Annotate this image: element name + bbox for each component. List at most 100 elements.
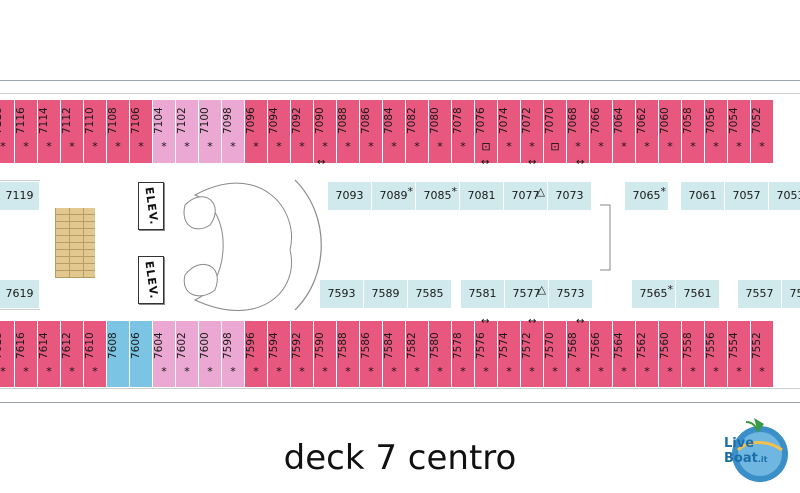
inner-cabin[interactable]: 7553 bbox=[782, 280, 800, 308]
cabin[interactable]: 7590* bbox=[314, 321, 337, 387]
cabin[interactable]: 7594* bbox=[268, 321, 291, 387]
inner-cabin[interactable]: 7561 bbox=[676, 280, 720, 308]
cabin[interactable]: 7562* bbox=[636, 321, 659, 387]
cabin[interactable]: 7102* bbox=[176, 100, 199, 163]
inner-cabin[interactable]: 7557 bbox=[738, 280, 782, 308]
cabin[interactable]: 7556* bbox=[705, 321, 728, 387]
cabin[interactable]: 7592* bbox=[291, 321, 314, 387]
cabin[interactable]: 7578* bbox=[452, 321, 475, 387]
cabin[interactable]: 7112* bbox=[61, 100, 84, 163]
cabin[interactable]: 7564* bbox=[613, 321, 636, 387]
cabin[interactable]: 7104* bbox=[153, 100, 176, 163]
cabin[interactable]: 7616* bbox=[15, 321, 38, 387]
cabin[interactable]: 7596* bbox=[245, 321, 268, 387]
cabin[interactable]: 7558* bbox=[682, 321, 705, 387]
cabin[interactable]: 7058* bbox=[682, 100, 705, 163]
cabin[interactable]: 7570* bbox=[544, 321, 567, 387]
inner-cabin[interactable]: 7081 bbox=[460, 182, 504, 210]
inner-cabin[interactable]: 7573 bbox=[549, 280, 593, 308]
cabin[interactable]: 7606 bbox=[130, 321, 153, 387]
cabin[interactable]: 7572* bbox=[521, 321, 544, 387]
cabin[interactable]: 7074* bbox=[498, 100, 521, 163]
cabin-number: 7606 bbox=[130, 332, 142, 360]
cabin[interactable]: 7110* bbox=[84, 100, 107, 163]
cabin[interactable]: 7608 bbox=[107, 321, 130, 387]
cabin[interactable]: 7586* bbox=[360, 321, 383, 387]
inner-cabin[interactable]: 7593 bbox=[320, 280, 364, 308]
cabin[interactable]: 7614* bbox=[38, 321, 61, 387]
cabin[interactable]: 7582* bbox=[406, 321, 429, 387]
cabin[interactable]: 7584* bbox=[383, 321, 406, 387]
cabin[interactable]: 7602* bbox=[176, 321, 199, 387]
inner-cabin[interactable]: 7119 bbox=[0, 182, 40, 210]
inner-cabin[interactable]: 7061 bbox=[681, 182, 725, 210]
cabin[interactable]: 7114* bbox=[38, 100, 61, 163]
cabin[interactable]: 7082* bbox=[406, 100, 429, 163]
cabin[interactable]: 7086* bbox=[360, 100, 383, 163]
cabin[interactable]: 7566* bbox=[590, 321, 613, 387]
cabin[interactable]: 7560* bbox=[659, 321, 682, 387]
cabin[interactable]: 7064* bbox=[613, 100, 636, 163]
cabin-marker: * bbox=[506, 365, 512, 378]
cabin-number: 7585 bbox=[415, 287, 444, 300]
cabin[interactable]: 7066* bbox=[590, 100, 613, 163]
cabin[interactable]: 7574* bbox=[498, 321, 521, 387]
cabin[interactable]: 7060* bbox=[659, 100, 682, 163]
cabin[interactable]: 7052* bbox=[751, 100, 774, 163]
cabin[interactable]: 7612* bbox=[61, 321, 84, 387]
cabin-marker: * bbox=[115, 140, 121, 153]
cabin[interactable]: 7552* bbox=[751, 321, 774, 387]
inner-cabin[interactable]: 7619 bbox=[0, 280, 40, 308]
inner-cabin[interactable]: 7585 bbox=[408, 280, 452, 308]
cabin[interactable]: 7598* bbox=[222, 321, 245, 387]
inner-cabin[interactable]: 7577△ bbox=[505, 280, 549, 308]
cabin[interactable]: 7576* bbox=[475, 321, 498, 387]
cabin[interactable]: 7100* bbox=[199, 100, 222, 163]
cabin[interactable]: 7062* bbox=[636, 100, 659, 163]
inner-cabin[interactable]: 7065* bbox=[625, 182, 669, 210]
cabin-marker: * bbox=[23, 365, 29, 378]
cabin[interactable]: 7554* bbox=[728, 321, 751, 387]
inner-cabin[interactable]: 7077△ bbox=[504, 182, 548, 210]
inner-cabin[interactable]: 7053 bbox=[769, 182, 800, 210]
cabin[interactable]: 7116* bbox=[15, 100, 38, 163]
cabin-number: 7596 bbox=[245, 332, 257, 360]
cabin[interactable]: 7098* bbox=[222, 100, 245, 163]
cabin[interactable]: 7076⊡ bbox=[475, 100, 498, 163]
cabin[interactable]: 7054* bbox=[728, 100, 751, 163]
cabin-marker: * bbox=[414, 365, 420, 378]
inner-cabin[interactable]: 7093 bbox=[328, 182, 372, 210]
cabin[interactable]: 7084* bbox=[383, 100, 406, 163]
cabin[interactable]: 7108* bbox=[107, 100, 130, 163]
inner-cabin[interactable]: 7057 bbox=[725, 182, 769, 210]
cabin[interactable]: 7080* bbox=[429, 100, 452, 163]
cabin-number: 7584 bbox=[383, 332, 395, 360]
cabin[interactable]: 7118♿* bbox=[0, 100, 15, 163]
cabin[interactable]: 7600* bbox=[199, 321, 222, 387]
cabin[interactable]: 7078* bbox=[452, 100, 475, 163]
cabin[interactable]: 7568* bbox=[567, 321, 590, 387]
inner-cabin[interactable]: 7089* bbox=[372, 182, 416, 210]
inner-cabin[interactable]: 7565* bbox=[632, 280, 676, 308]
cabin[interactable]: 7610* bbox=[84, 321, 107, 387]
cabin[interactable]: 7088* bbox=[337, 100, 360, 163]
cabin[interactable]: 7588* bbox=[337, 321, 360, 387]
cabin[interactable]: 7092* bbox=[291, 100, 314, 163]
cabin[interactable]: 7618♿* bbox=[0, 321, 15, 387]
inner-cabin[interactable]: 7589 bbox=[364, 280, 408, 308]
cabin-number: 7082 bbox=[406, 107, 418, 135]
cabin-marker: * bbox=[391, 140, 397, 153]
inner-cabin[interactable]: 7085* bbox=[416, 182, 460, 210]
cabin[interactable]: 7106* bbox=[130, 100, 153, 163]
inner-cabin[interactable]: 7073 bbox=[548, 182, 592, 210]
cabin[interactable]: 7072* bbox=[521, 100, 544, 163]
cabin[interactable]: 7070⊡ bbox=[544, 100, 567, 163]
cabin[interactable]: 7068* bbox=[567, 100, 590, 163]
cabin[interactable]: 7604* bbox=[153, 321, 176, 387]
cabin[interactable]: 7096* bbox=[245, 100, 268, 163]
cabin[interactable]: 7580* bbox=[429, 321, 452, 387]
cabin[interactable]: 7090* bbox=[314, 100, 337, 163]
cabin[interactable]: 7094* bbox=[268, 100, 291, 163]
cabin[interactable]: 7056* bbox=[705, 100, 728, 163]
inner-cabin[interactable]: 7581 bbox=[461, 280, 505, 308]
